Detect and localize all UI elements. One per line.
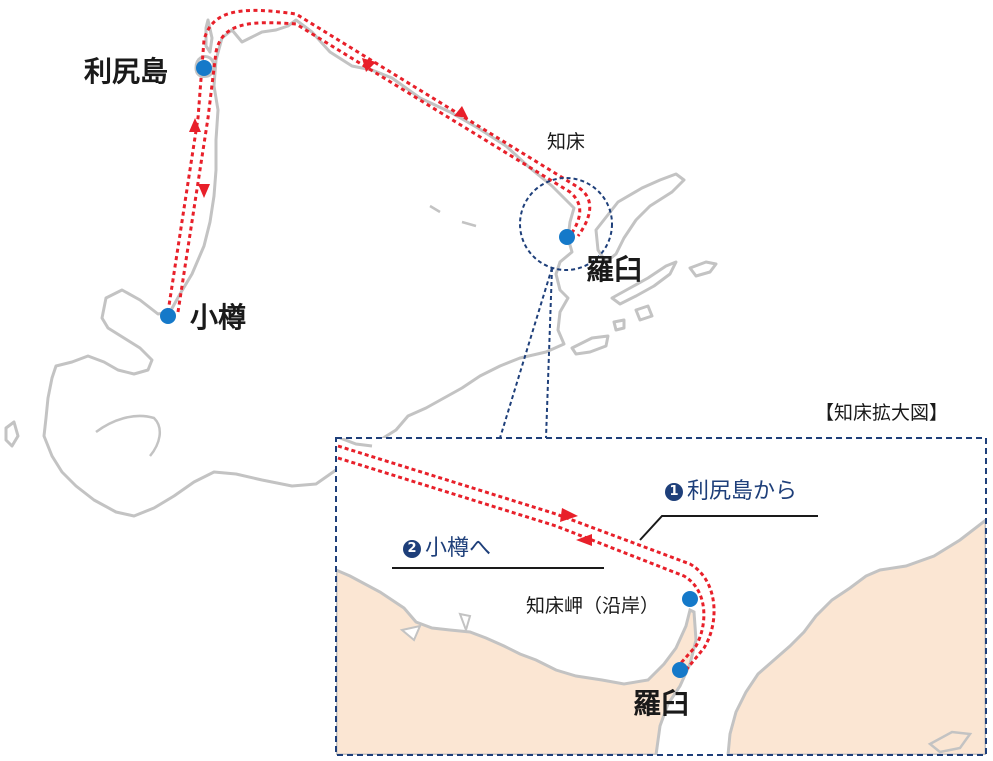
- arrow-to-rishiri: [189, 118, 201, 132]
- zoom-connector: [499, 267, 553, 439]
- route-text-2: 小樽へ: [425, 536, 492, 561]
- arrow-eastbound: [454, 106, 468, 118]
- label-rausu-inset: 羅臼: [633, 687, 690, 720]
- label-otaru: 小樽: [190, 301, 247, 334]
- route-inner-line: [176, 21, 582, 313]
- port-marker-rausu: [559, 229, 575, 245]
- label-shiretoko: 知床: [547, 131, 586, 153]
- route-outer-line: [166, 8, 592, 313]
- leader-lines: [392, 515, 818, 569]
- label-rausu: 羅臼: [586, 253, 643, 286]
- label-rishiri: 利尻島: [84, 55, 169, 88]
- inner-bay-lines: [95, 204, 477, 457]
- inset-arrow-east: [560, 508, 578, 522]
- inset-land: [336, 568, 698, 755]
- port-marker-otaru: [160, 308, 176, 324]
- arrow-to-otaru: [198, 184, 210, 198]
- port-marker-rausu-inset: [672, 662, 688, 678]
- route-number-1: 1: [665, 483, 683, 501]
- main-route: [166, 8, 592, 313]
- hokkaido-coastline: [4, 18, 718, 518]
- inset-route: [337, 444, 716, 671]
- route-label-2: 2 小樽へ: [403, 538, 491, 560]
- inset-kunashiri: [726, 518, 986, 755]
- shiretoko-zoom-circle: [519, 177, 613, 271]
- port-marker-cape: [682, 591, 698, 607]
- route-text-1: 利尻島から: [687, 479, 798, 504]
- inset-map: [336, 438, 986, 755]
- route-arrows: [189, 58, 468, 198]
- inset-arrow-west: [576, 534, 592, 546]
- arrow-westbound: [362, 58, 376, 72]
- inset-title: 【知床拡大図】: [815, 402, 949, 424]
- route-number-2: 2: [403, 540, 421, 558]
- port-marker-rishiri: [196, 60, 212, 76]
- leader-route-1: [639, 515, 818, 541]
- route-label-1: 1 利尻島から: [665, 481, 797, 503]
- inset-frame: [335, 437, 987, 756]
- label-cape: 知床岬（沿岸）: [526, 595, 660, 617]
